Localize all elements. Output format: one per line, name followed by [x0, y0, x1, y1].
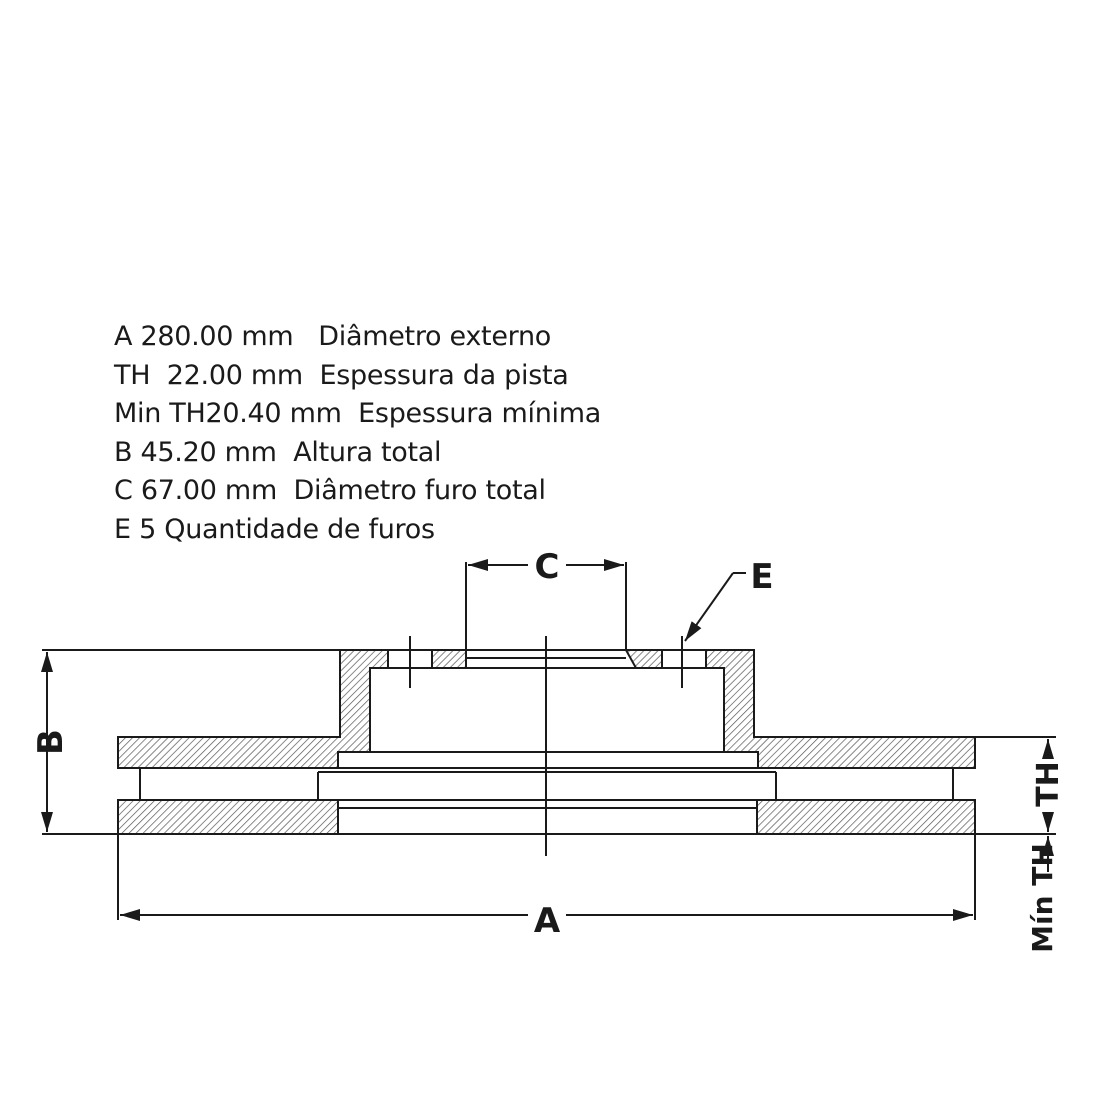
spec-value: 20.40 mm [205, 398, 342, 429]
spec-description: Espessura da pista [319, 359, 569, 391]
spec-value: 67.00 mm [140, 475, 277, 506]
spec-line-b: B 45.20 mm Altura total [114, 434, 601, 473]
spec-code: C [114, 475, 133, 506]
label-th: TH [1031, 761, 1066, 807]
spec-code: Min TH [114, 398, 206, 429]
spec-line-a: A 280.00 mm Diâmetro externo [114, 318, 601, 357]
hat-section-right [705, 649, 976, 769]
spec-description: Diâmetro furo total [293, 475, 547, 506]
spec-line-th: TH 22.00 mm Espessura da pista [114, 357, 601, 396]
hub-flange-left [431, 649, 467, 669]
spec-line-c: C 67.00 mm Diâmetro furo total [114, 472, 601, 511]
spec-code: E [114, 513, 131, 545]
specifications-list: A 280.00 mm Diâmetro externo TH 22.00 mm… [114, 318, 601, 549]
spec-value: 45.20 mm [140, 436, 277, 468]
dimension-b [41, 649, 340, 835]
hat-section [117, 649, 389, 769]
spec-value: 5 [139, 513, 156, 545]
lower-plate-right [756, 799, 976, 835]
dimension-a [117, 834, 976, 921]
spec-description: Diâmetro externo [318, 321, 552, 352]
spec-line-min-th: Min TH20.40 mm Espessura mínima [114, 395, 601, 434]
lower-plate-left [117, 799, 339, 835]
label-min-th: Mín TH [1026, 843, 1059, 953]
spec-code: TH [114, 359, 151, 391]
label-e: E [750, 557, 773, 597]
spec-code: B [114, 436, 133, 468]
label-a: A [534, 901, 561, 941]
spec-description: Quantidade de furos [164, 513, 435, 545]
spec-code: A [114, 321, 133, 352]
label-b: B [31, 729, 71, 755]
spec-description: Altura total [293, 436, 442, 468]
spec-line-e: E 5 Quantidade de furos [114, 511, 601, 550]
spec-value: 280.00 mm [140, 321, 294, 352]
dimension-th [975, 736, 1056, 872]
dimension-c [465, 559, 627, 650]
dimension-e [684, 572, 746, 642]
hub-flange-right [624, 649, 663, 669]
spec-value: 22.00 mm [166, 359, 303, 391]
label-c: C [535, 547, 560, 587]
spec-description: Espessura mínima [358, 398, 601, 429]
